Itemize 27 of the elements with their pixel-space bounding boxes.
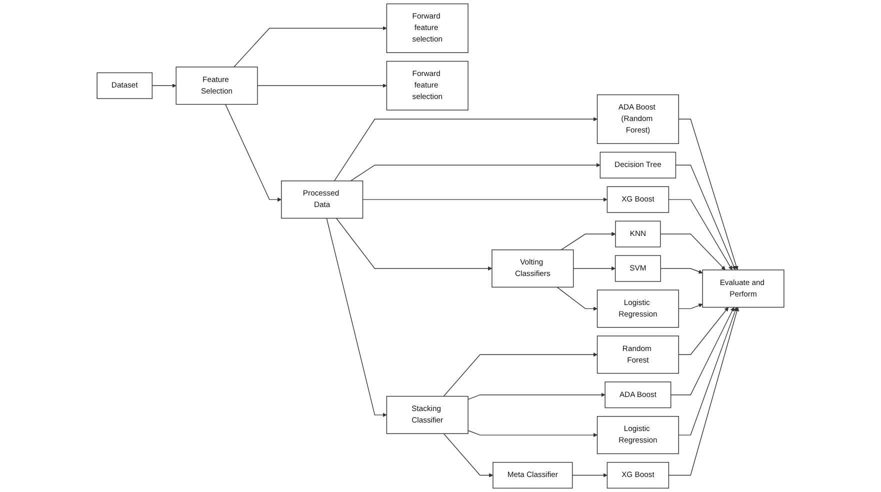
arrow xyxy=(234,26,387,68)
arrow xyxy=(336,218,492,271)
arrow xyxy=(225,104,282,202)
arrow xyxy=(678,304,703,310)
arrow xyxy=(326,218,387,418)
arrow xyxy=(660,268,703,274)
arrow xyxy=(468,392,606,400)
arrow xyxy=(670,307,734,396)
arrow xyxy=(572,266,616,271)
arrow xyxy=(443,352,598,397)
arrow xyxy=(678,307,729,355)
arrow xyxy=(678,118,738,270)
arrow xyxy=(668,199,732,270)
arrow xyxy=(572,473,608,478)
arrow xyxy=(560,232,616,250)
arrow xyxy=(350,163,600,182)
arrow xyxy=(257,84,387,88)
arrow xyxy=(152,84,176,88)
arrow xyxy=(660,234,726,270)
arrow xyxy=(668,307,739,476)
arrow xyxy=(468,430,598,438)
arrow xyxy=(556,286,598,311)
arrow xyxy=(443,433,494,478)
arrow xyxy=(675,164,736,270)
arrow xyxy=(678,307,738,436)
arrow xyxy=(334,117,598,182)
arrow xyxy=(362,197,608,202)
